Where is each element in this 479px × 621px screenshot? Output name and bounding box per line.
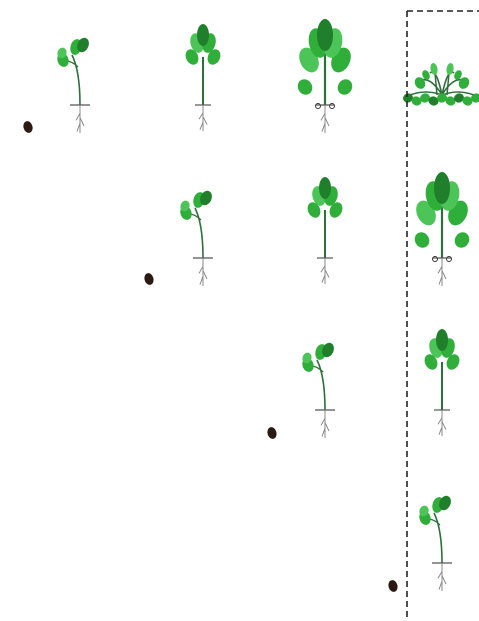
leaf <box>197 24 209 46</box>
roots <box>438 258 446 286</box>
young-plant <box>183 24 223 131</box>
leaf <box>434 172 450 204</box>
root-nodule <box>330 104 335 109</box>
seed-shape <box>387 579 399 593</box>
seedling <box>55 36 91 133</box>
roots <box>199 258 207 286</box>
root-nodule <box>447 257 452 262</box>
seedling <box>178 189 214 286</box>
seed <box>266 426 278 440</box>
leaf <box>430 62 439 75</box>
roots <box>438 410 446 436</box>
leaf <box>436 329 448 351</box>
seed <box>22 120 34 134</box>
seed <box>387 579 399 593</box>
root-nodule <box>316 104 321 109</box>
roots <box>321 258 329 284</box>
roots <box>199 105 207 131</box>
leaf <box>335 77 355 98</box>
leaf <box>295 77 315 98</box>
seed-shape <box>143 272 155 286</box>
seed <box>143 272 155 286</box>
roots <box>76 105 84 133</box>
leaf <box>446 62 455 75</box>
mature-plant <box>295 19 355 133</box>
seed-shape <box>22 120 34 134</box>
roots <box>321 410 329 438</box>
leaf <box>319 177 331 199</box>
root-nodule <box>433 257 438 262</box>
mature-plant <box>412 172 472 286</box>
flowering-plant <box>402 62 479 106</box>
roots <box>438 563 446 591</box>
seedling <box>300 341 336 438</box>
young-plant <box>422 329 462 436</box>
roots <box>321 105 329 133</box>
leaf <box>452 230 472 251</box>
seed-shape <box>266 426 278 440</box>
seedling <box>417 494 453 591</box>
leaf <box>317 19 333 51</box>
leaf <box>412 230 432 251</box>
young-plant <box>305 177 345 284</box>
